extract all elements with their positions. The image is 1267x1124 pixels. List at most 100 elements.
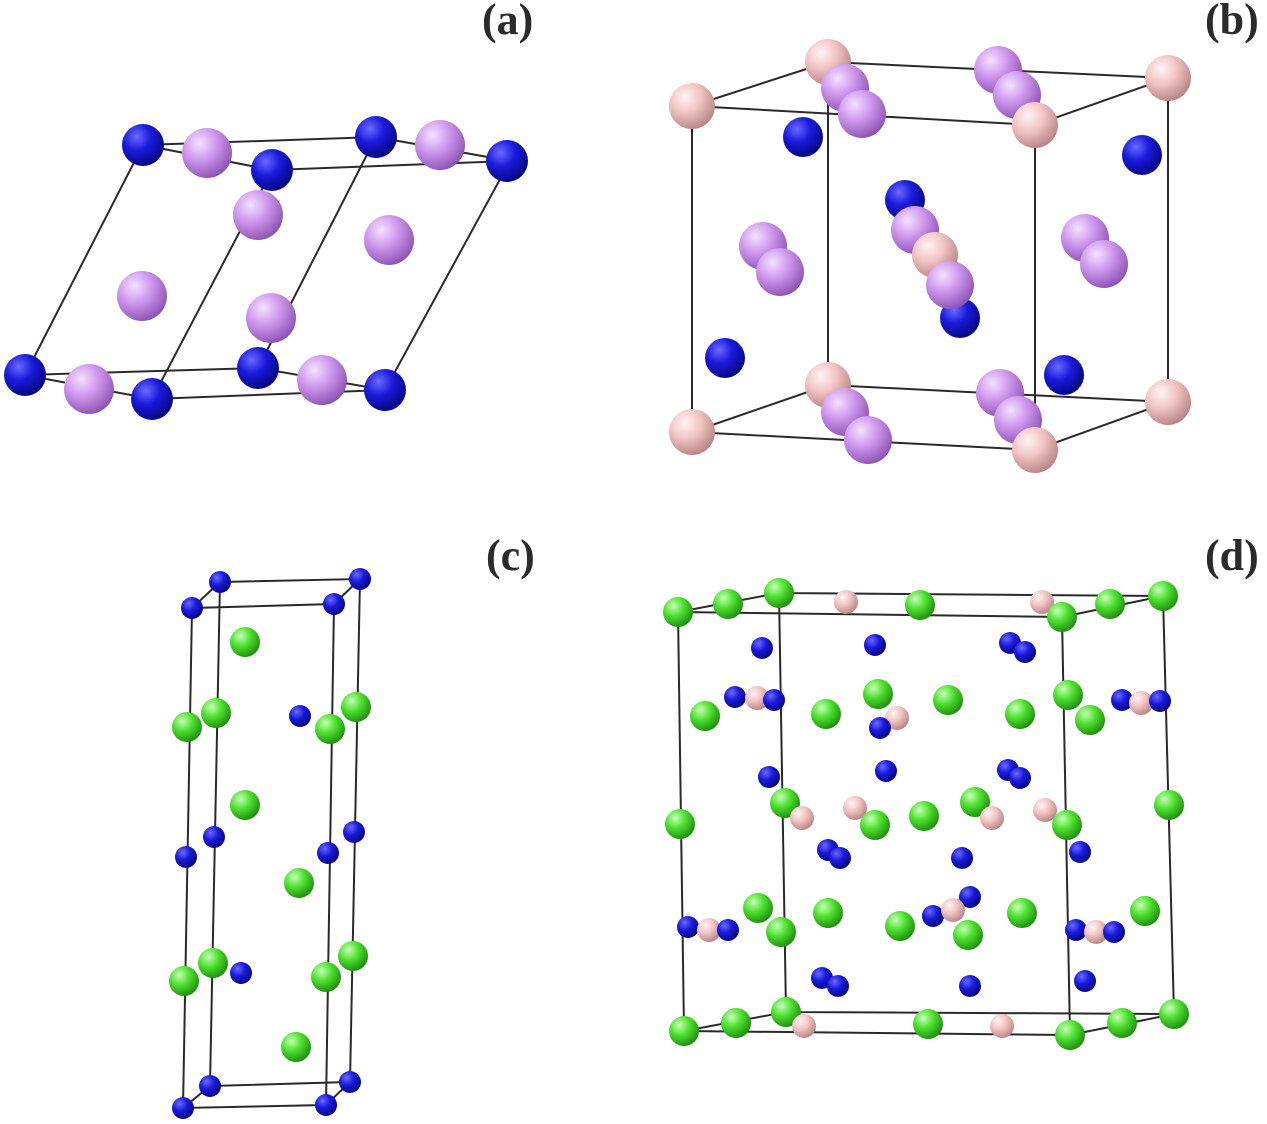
atom-green — [169, 966, 199, 996]
atom-green — [665, 809, 695, 839]
atom-violet — [117, 271, 167, 321]
structure-c — [169, 568, 371, 1119]
atom-pink — [1033, 798, 1057, 822]
atom-pink — [1084, 920, 1108, 944]
atom-green — [860, 810, 890, 840]
atom-green — [721, 1008, 751, 1038]
atom-blue — [758, 766, 780, 788]
atom-blue — [951, 847, 973, 869]
atom-violet — [246, 293, 296, 343]
structure-b — [669, 39, 1191, 473]
atom-blue — [323, 593, 345, 615]
atom-blue — [122, 124, 164, 166]
atom-blue — [1014, 641, 1036, 663]
atom-pink — [1012, 427, 1058, 473]
atom-green — [905, 590, 935, 620]
atom-blue — [724, 686, 746, 708]
atom-blue — [486, 140, 528, 182]
atom-green — [315, 714, 345, 744]
atom-blue — [289, 705, 311, 727]
atom-green — [1055, 1020, 1085, 1050]
atom-green — [284, 868, 314, 898]
atom-violet — [297, 355, 347, 405]
atom-blue — [959, 975, 981, 997]
atom-blue — [1069, 841, 1091, 863]
structure-a — [4, 116, 528, 420]
atom-blue — [677, 916, 699, 938]
atom-blue — [1065, 919, 1087, 941]
atom-blue — [315, 1094, 337, 1116]
atom-pink — [885, 706, 909, 730]
atom-green — [953, 920, 983, 950]
atom-blue — [1044, 355, 1084, 395]
atom-green — [663, 597, 693, 627]
atom-blue — [827, 975, 849, 997]
panel-label-a: (a) — [482, 0, 533, 44]
atom-blue — [230, 962, 252, 984]
atom-pink — [792, 1014, 816, 1038]
atom-violet — [415, 120, 465, 170]
atom-green — [338, 941, 368, 971]
atom-green — [1053, 680, 1083, 710]
atom-violet — [926, 261, 974, 309]
atom-green — [201, 698, 231, 728]
atoms-d — [663, 578, 1189, 1050]
atom-blue — [1103, 921, 1125, 943]
atom-blue — [317, 842, 339, 864]
atom-pink — [843, 796, 867, 820]
atom-blue — [355, 116, 397, 158]
atom-blue — [1122, 135, 1162, 175]
atom-green — [230, 790, 260, 820]
atom-green — [1159, 999, 1189, 1029]
atom-green — [713, 589, 743, 619]
atom-green — [1107, 1008, 1137, 1038]
atom-green — [771, 997, 801, 1027]
atom-green — [1005, 699, 1035, 729]
atom-green — [1007, 898, 1037, 928]
atom-violet — [838, 90, 886, 138]
atom-pink — [669, 409, 715, 455]
atom-blue — [237, 347, 279, 389]
atom-violet — [64, 364, 114, 414]
atom-green — [770, 788, 800, 818]
atom-blue — [172, 1097, 194, 1119]
atom-blue — [203, 826, 225, 848]
atom-green — [669, 1016, 699, 1046]
panel-label-b: (b) — [1205, 0, 1259, 44]
atom-green — [960, 787, 990, 817]
atom-blue — [364, 369, 406, 411]
atom-green — [764, 578, 794, 608]
atom-blue — [339, 1071, 361, 1093]
atom-pink — [1145, 379, 1191, 425]
atom-blue — [1149, 690, 1171, 712]
atom-green — [811, 699, 841, 729]
atom-pink — [980, 806, 1004, 830]
atom-green — [281, 1032, 311, 1062]
atom-pink — [941, 898, 965, 922]
atom-blue — [4, 354, 46, 396]
atom-pink — [834, 590, 858, 614]
atoms-a — [4, 116, 528, 420]
atom-blue — [875, 760, 897, 782]
atom-blue — [864, 634, 886, 656]
structure-d — [663, 578, 1189, 1050]
atom-blue — [1111, 689, 1133, 711]
atom-green — [933, 685, 963, 715]
atom-violet — [844, 416, 892, 464]
atom-pink — [1030, 590, 1054, 614]
atom-pink — [1012, 102, 1058, 148]
atom-blue — [349, 568, 371, 590]
atom-violet — [364, 215, 414, 265]
atom-green — [1075, 705, 1105, 735]
atom-pink — [697, 918, 721, 942]
atom-green — [909, 801, 939, 831]
atom-blue — [717, 919, 739, 941]
atom-pink — [745, 686, 769, 710]
atom-blue — [343, 821, 365, 843]
atom-green — [1095, 589, 1125, 619]
atom-blue — [175, 846, 197, 868]
atom-pink — [1145, 55, 1191, 101]
panel-label-c: (c) — [486, 531, 535, 580]
atom-green — [172, 712, 202, 742]
atom-blue — [829, 847, 851, 869]
